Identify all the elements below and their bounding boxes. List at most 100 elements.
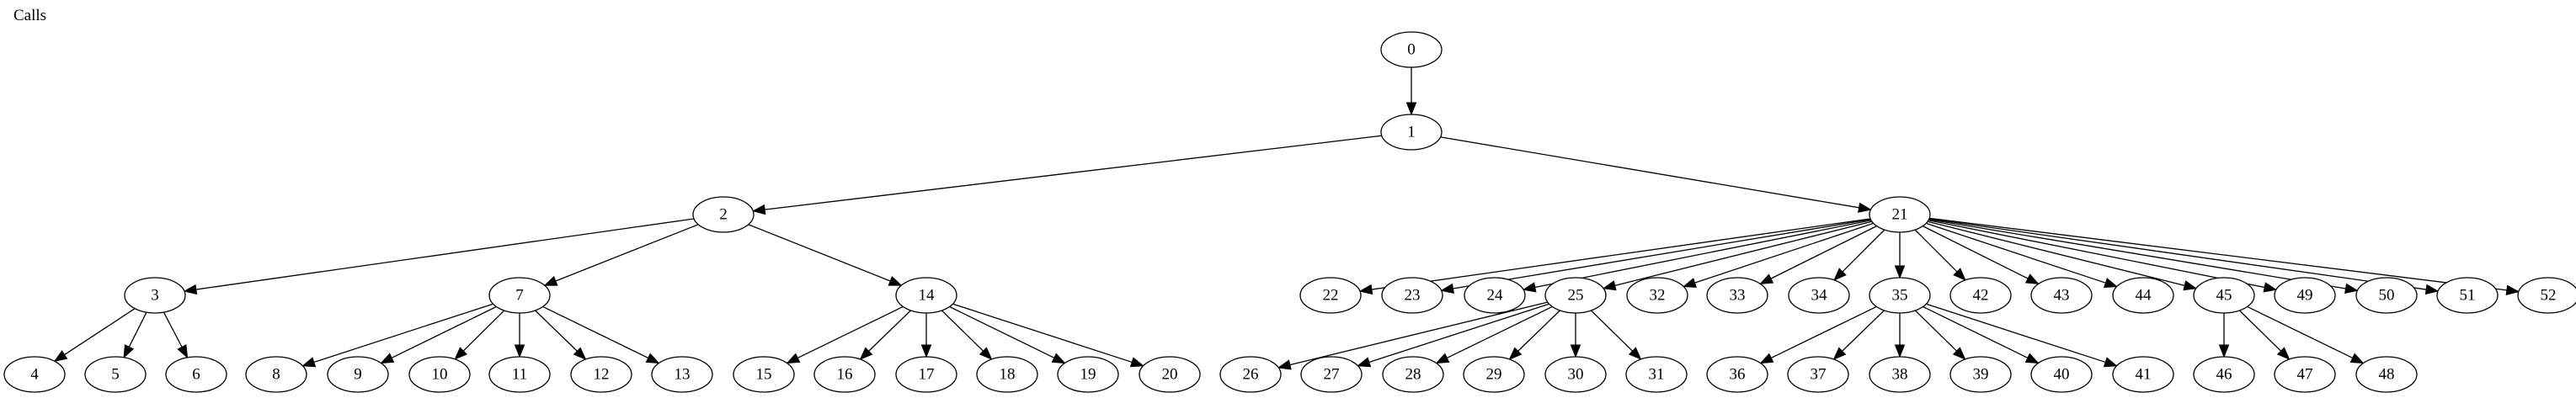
node-label: 7 <box>515 287 524 305</box>
node-35: 35 <box>1869 277 1931 314</box>
edge-line <box>748 224 891 282</box>
node-label: 18 <box>1000 366 1016 384</box>
node-label: 1 <box>1407 124 1416 141</box>
edge-14-18 <box>941 310 993 360</box>
node-17: 17 <box>895 356 957 393</box>
arrowhead <box>1129 357 1144 368</box>
node-ellipse <box>1706 277 1768 314</box>
arrowhead <box>1358 284 1373 295</box>
arrowhead <box>514 344 525 358</box>
arrowhead <box>1682 278 1697 288</box>
edge-7-9 <box>380 305 497 364</box>
edge-line <box>1590 310 1634 352</box>
node-ellipse <box>1380 114 1443 151</box>
arrowhead <box>1440 283 1454 295</box>
edge-line <box>765 135 1382 210</box>
edge-3-6 <box>163 311 189 359</box>
arrowhead <box>2276 347 2291 360</box>
edge-21-24 <box>1522 220 1872 293</box>
node-label: 26 <box>1243 366 1259 384</box>
node-label: 20 <box>1162 366 1178 384</box>
edge-line <box>941 310 984 352</box>
edge-25-31 <box>1590 310 1642 360</box>
node-27: 27 <box>1300 356 1363 393</box>
node-ellipse <box>1869 356 1931 393</box>
node-41: 41 <box>2112 356 2174 393</box>
arrowhead <box>2263 282 2278 293</box>
node-ellipse <box>1544 277 1607 314</box>
node-24: 24 <box>1464 277 1526 314</box>
arrowhead <box>2183 280 2198 291</box>
edge-2-14 <box>748 224 903 286</box>
arrowhead <box>2024 353 2040 364</box>
edge-line <box>797 305 904 358</box>
node-ellipse <box>1788 277 1850 314</box>
node-ellipse <box>408 356 471 393</box>
node-8: 8 <box>245 356 307 393</box>
arrowhead <box>1522 282 1537 293</box>
edge-line <box>1453 219 1871 289</box>
edge-7-12 <box>535 310 587 360</box>
node-label: 15 <box>756 366 772 384</box>
node-52: 52 <box>2517 277 2576 314</box>
edge-25-29 <box>1508 310 1560 360</box>
node-49: 49 <box>2274 277 2336 314</box>
node-ellipse <box>2274 356 2336 393</box>
arrowhead <box>888 276 903 286</box>
node-label: 6 <box>192 366 200 384</box>
edge-line <box>1923 226 2029 279</box>
node-ellipse <box>2355 356 2418 393</box>
node-7: 7 <box>488 277 551 314</box>
arrowhead <box>920 344 932 358</box>
node-label: 47 <box>2297 366 2313 384</box>
edge-line <box>1770 226 1877 279</box>
arrowhead <box>573 347 587 360</box>
node-ellipse <box>1139 356 1201 393</box>
node-ellipse <box>165 356 227 393</box>
node-36: 36 <box>1706 356 1768 393</box>
node-ellipse <box>2193 356 2255 393</box>
node-label: 2 <box>719 206 728 224</box>
edge-0-1 <box>1405 67 1417 116</box>
arrowhead <box>2024 273 2040 284</box>
node-28: 28 <box>1382 356 1444 393</box>
node-label: 39 <box>1973 366 1989 384</box>
node-ellipse <box>2436 277 2499 314</box>
node-label: 24 <box>1487 287 1504 305</box>
node-19: 19 <box>1057 356 1119 393</box>
node-ellipse <box>570 356 632 393</box>
node-ellipse <box>1625 356 1688 393</box>
arrowhead <box>123 344 135 359</box>
edge-21-22 <box>1358 218 1871 295</box>
node-label: 40 <box>2054 366 2070 384</box>
arrowhead <box>454 347 467 360</box>
node-label: 36 <box>1730 366 1746 384</box>
node-45: 45 <box>2193 277 2255 314</box>
arrowhead <box>786 353 801 364</box>
edge-21-42 <box>1914 229 1966 281</box>
edge-21-51 <box>1928 218 2440 295</box>
node-label: 50 <box>2379 287 2395 305</box>
edge-line <box>949 305 1055 358</box>
node-ellipse <box>124 277 186 314</box>
arrowhead <box>1435 353 1450 364</box>
edge-line <box>952 303 1133 364</box>
arrowhead <box>543 276 558 286</box>
edge-line <box>1923 305 2029 358</box>
node-ellipse <box>327 356 389 393</box>
node-9: 9 <box>327 356 389 393</box>
edge-line <box>1842 229 1885 273</box>
node-ellipse <box>1949 356 2012 393</box>
arrowhead <box>979 347 993 360</box>
node-label: 49 <box>2297 287 2313 305</box>
node-26: 26 <box>1219 356 1282 393</box>
node-46: 46 <box>2193 356 2255 393</box>
edge-25-28 <box>1435 305 1553 364</box>
node-ellipse <box>895 356 957 393</box>
node-ellipse <box>1869 277 1931 314</box>
edge-line <box>1694 222 1874 284</box>
node-23: 23 <box>1381 277 1443 314</box>
node-40: 40 <box>2030 356 2093 393</box>
edge-line <box>542 305 649 358</box>
node-0: 0 <box>1380 31 1443 68</box>
